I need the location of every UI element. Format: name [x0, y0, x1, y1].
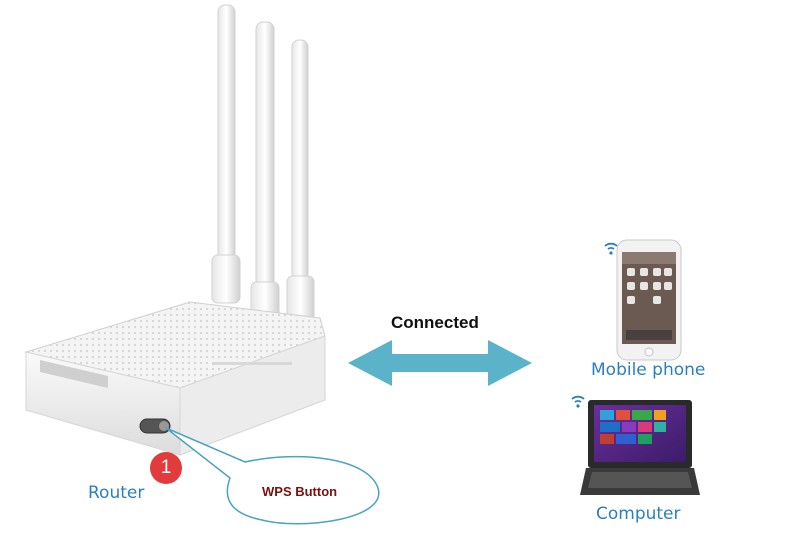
- router-image: [24, 4, 326, 456]
- mobile-phone-label: Mobile phone: [591, 360, 706, 380]
- antenna: [211, 4, 241, 304]
- antenna: [286, 39, 315, 322]
- connection-label: Connected: [391, 313, 479, 332]
- double-arrow-icon: [348, 340, 532, 386]
- wps-callout: [165, 427, 380, 525]
- computer-label: Computer: [596, 504, 681, 524]
- antenna: [250, 21, 280, 325]
- wifi-signal-icon: [571, 395, 585, 408]
- router-label: Router: [88, 483, 145, 503]
- phone-image: [616, 239, 682, 361]
- wifi-signal-icon: [604, 242, 618, 255]
- step-badge: [150, 452, 182, 484]
- step-number: 1: [160, 457, 172, 478]
- laptop-image: [580, 400, 700, 495]
- wps-button-label: WPS Button: [262, 484, 338, 499]
